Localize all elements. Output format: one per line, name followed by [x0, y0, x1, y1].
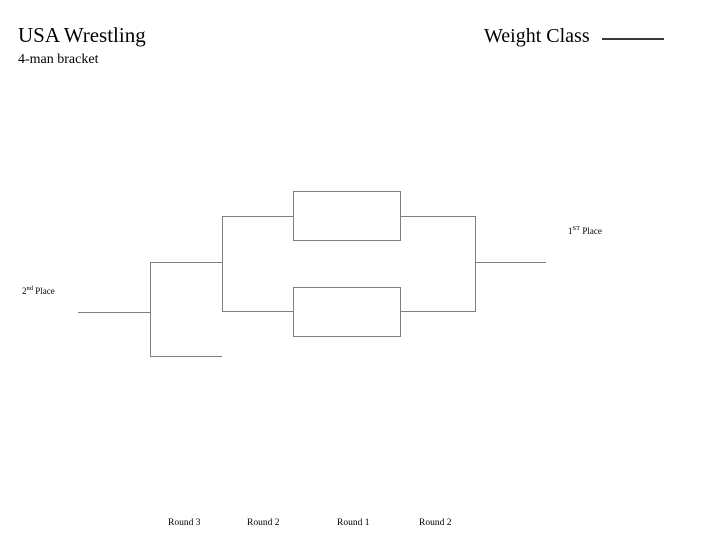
match-box-upper[interactable] — [293, 191, 401, 241]
page-title: USA Wrestling — [18, 23, 146, 47]
page-subtitle: 4-man bracket — [18, 52, 99, 67]
match-box-lower[interactable] — [293, 287, 401, 337]
round-label-4: Round 2 — [419, 518, 452, 528]
round-label-2: Round 2 — [247, 518, 280, 528]
second-place-suffix: Place — [33, 286, 55, 296]
bracket-line-middle-top — [222, 216, 293, 217]
title-block: USA Wrestling 4-man bracket — [18, 22, 146, 70]
bracket-line-second-place-entry — [78, 312, 150, 313]
second-place-number: 2 — [22, 286, 27, 296]
bracket-line-right-vertical — [475, 216, 476, 312]
bracket-line-right-bottom — [401, 311, 476, 312]
weight-class-field: Weight Class — [484, 24, 664, 48]
bracket-line-champion-out — [475, 262, 546, 263]
second-place-label: 2nd Place — [22, 285, 55, 297]
bracket-line-middle-vertical — [222, 216, 223, 311]
bracket-line-middle-bottom — [222, 311, 293, 312]
bracket-line-left-top — [150, 262, 222, 263]
first-place-suffix: Place — [580, 226, 602, 236]
round-label-1: Round 3 — [168, 518, 201, 528]
round-label-3: Round 1 — [337, 518, 370, 528]
weight-class-label: Weight Class — [484, 25, 590, 47]
bracket-line-left-vertical — [150, 262, 151, 356]
first-place-ordinal: ST — [572, 225, 581, 232]
first-place-label: 1ST Place — [568, 225, 602, 237]
bracket-line-right-top — [401, 216, 476, 217]
first-place-number: 1 — [568, 226, 573, 236]
bracket-line-left-bottom-stub — [150, 356, 222, 357]
weight-class-input-blank[interactable] — [601, 38, 664, 40]
second-place-ordinal: nd — [26, 285, 34, 292]
